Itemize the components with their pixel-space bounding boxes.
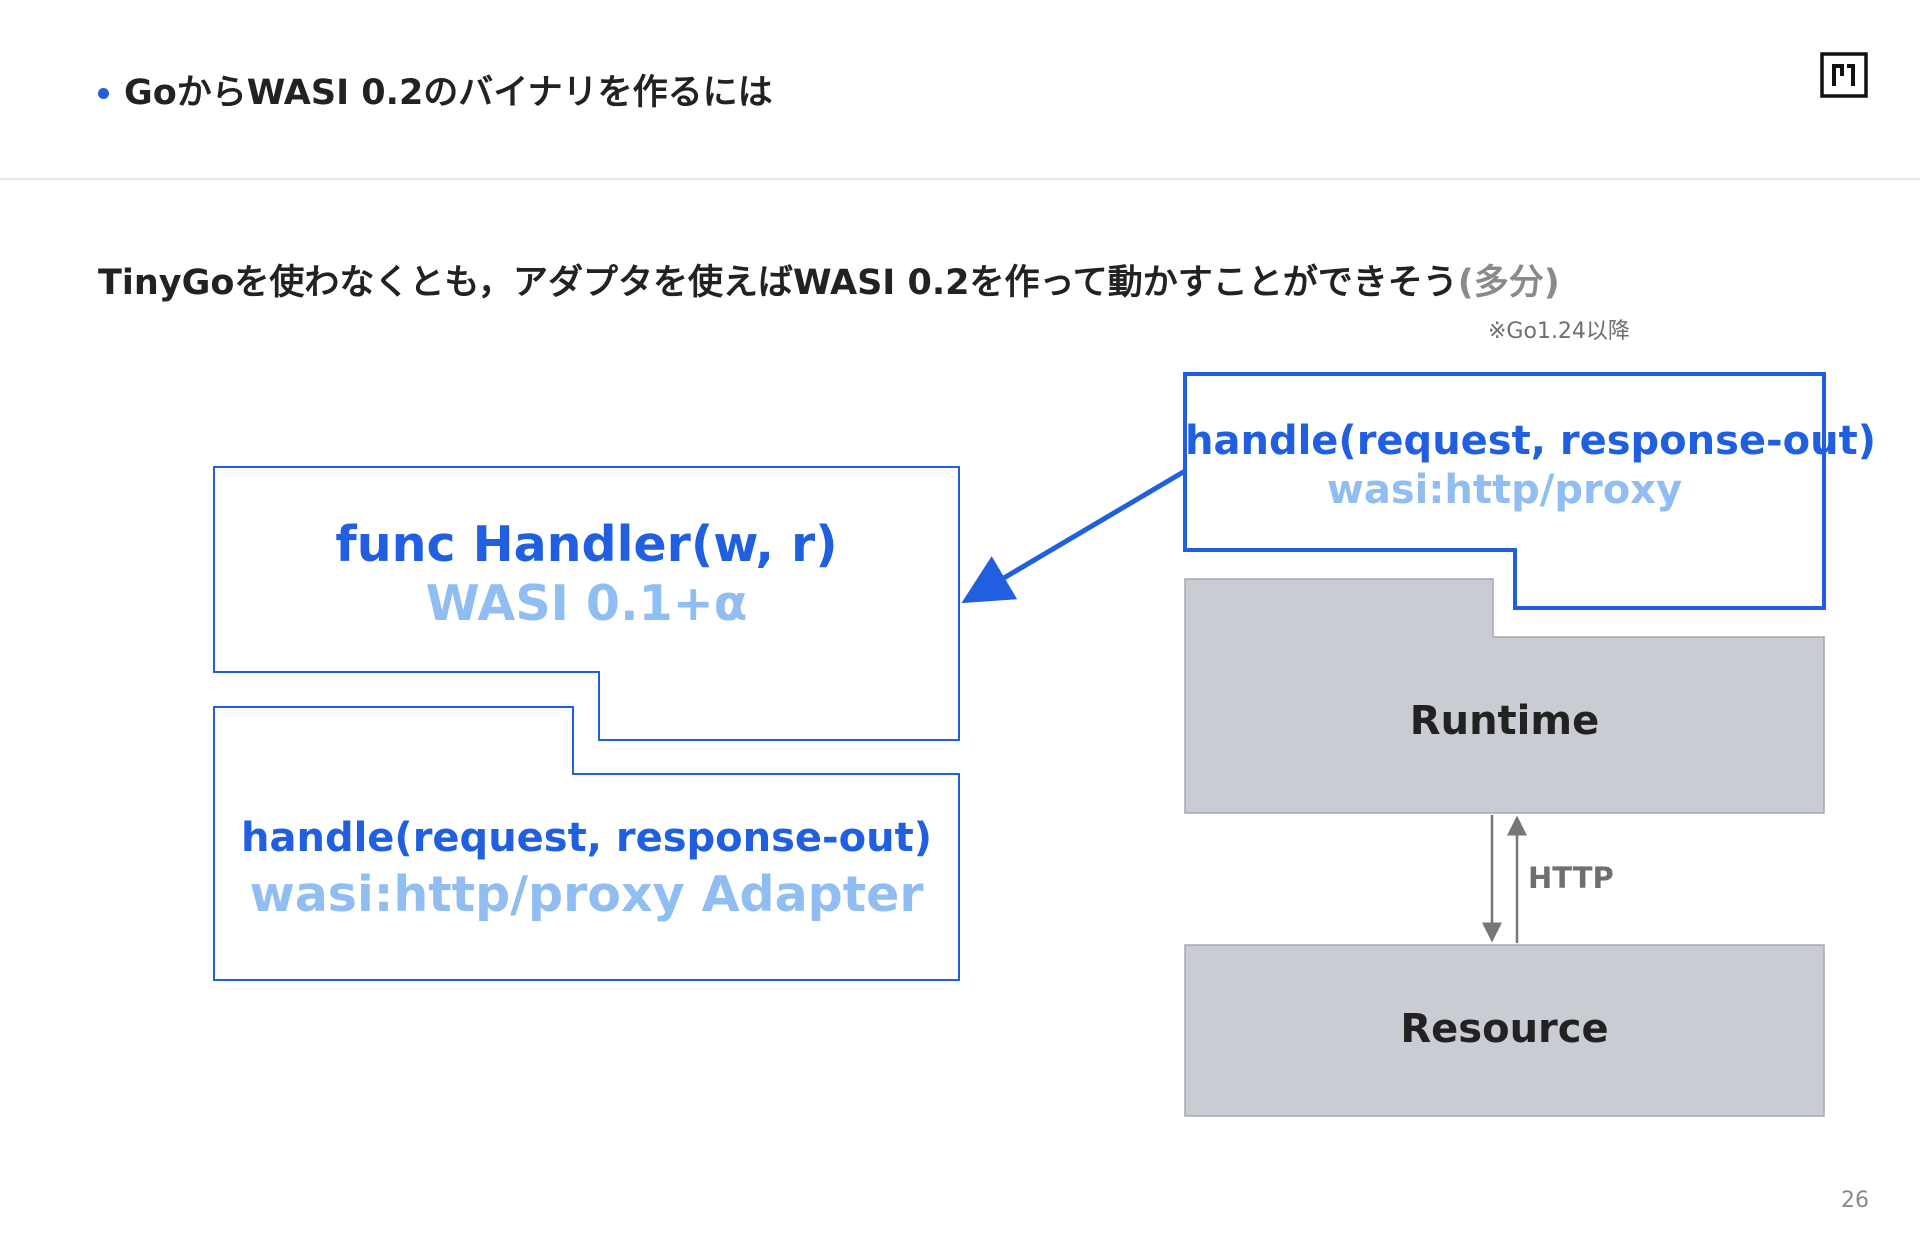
export-component-interface: wasi:http/proxy <box>1326 467 1683 513</box>
adapter-component-interface: wasi:http/proxy Adapter <box>249 866 924 923</box>
call-arrow <box>961 468 1187 604</box>
version-note: ※Go1.24以降 <box>1488 319 1630 344</box>
lead-muted: (多分) <box>1457 263 1560 303</box>
header-title: GoからWASI 0.2のバイナリを作るには <box>124 73 773 113</box>
go-component-interface: WASI 0.1+α <box>425 575 748 632</box>
resource-label: Resource <box>1400 1006 1609 1052</box>
adapter-component-code: handle(request, response-out) <box>241 815 932 861</box>
go-component-code: func Handler(w, r) <box>335 516 838 573</box>
header-divider <box>0 178 1920 180</box>
header-bullet <box>98 88 109 99</box>
runtime-box <box>1184 578 1825 814</box>
page-number: 26 <box>1841 1188 1869 1213</box>
resource-box <box>1184 944 1825 1117</box>
go-component-box <box>213 466 960 741</box>
export-component-code: handle(request, response-out) <box>1185 418 1876 464</box>
lead-text: TinyGoを使わなくとも，アダプタを使えばWASI 0.2を作って動かすことが… <box>98 254 1560 305</box>
lead-main: TinyGoを使わなくとも，アダプタを使えばWASI 0.2を作って動かすことが… <box>98 263 1458 303</box>
runtime-label: Runtime <box>1409 698 1600 744</box>
export-component-box <box>1183 372 1826 610</box>
http-label: HTTP <box>1528 861 1614 895</box>
company-logo-icon <box>1820 52 1868 98</box>
adapter-component-box <box>213 706 960 981</box>
